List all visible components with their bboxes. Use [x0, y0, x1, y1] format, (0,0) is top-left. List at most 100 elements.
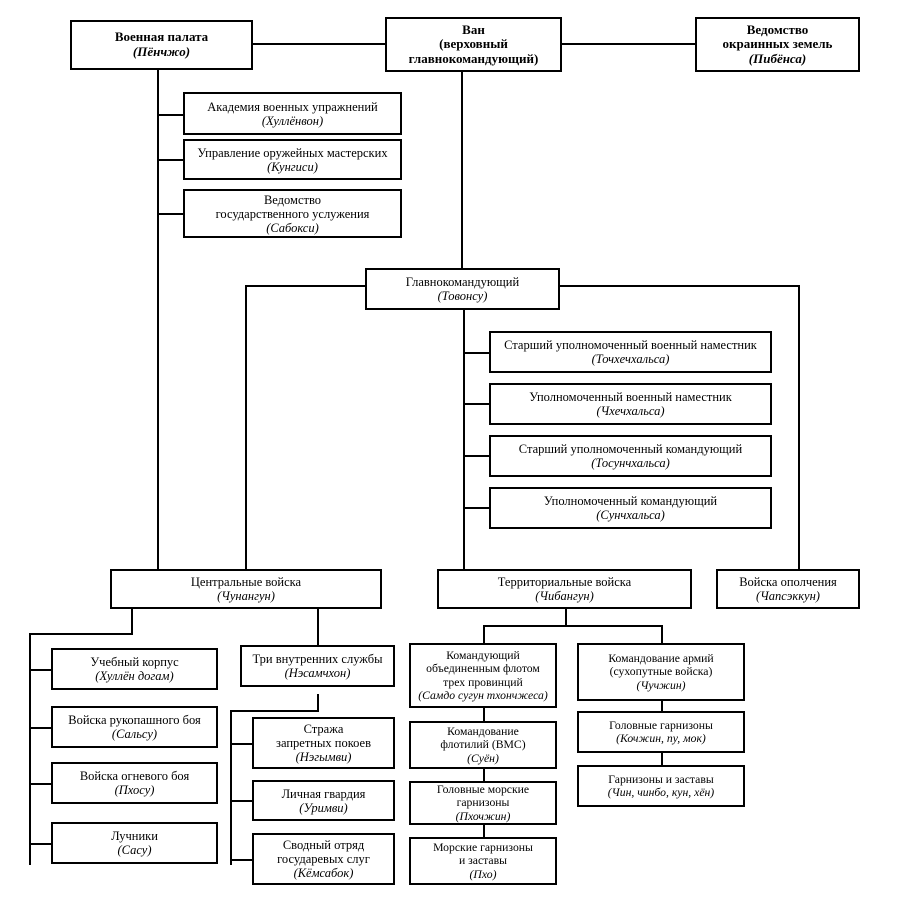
connector-three-services-run — [230, 710, 319, 712]
node-line: Три внутренних службы — [252, 652, 383, 666]
connector-deputy-branch-2 — [463, 403, 489, 405]
connector-commander-left — [245, 285, 365, 287]
node-line-romanized: (Самдо сугун тхончжеса) — [418, 688, 548, 702]
node-line: Гарнизоны и заставы — [608, 772, 714, 786]
node-line: Военная палата — [114, 29, 209, 45]
connector-chamber-to-van — [253, 43, 385, 45]
node-territorial-troops[interactable]: Территориальные войска (Чибангун) — [437, 569, 692, 609]
node-armory-administration[interactable]: Управление оружейных мастерских (Кунгиси… — [183, 139, 402, 180]
node-line: Командование — [447, 725, 519, 739]
connector-fleet-to-flotilla — [483, 707, 485, 722]
node-archers[interactable]: Лучники (Сасу) — [51, 822, 218, 864]
connector-central-left-stub — [131, 607, 133, 635]
connector-central-left-run — [29, 633, 133, 635]
connector-commander-rail — [463, 308, 465, 570]
connector-services-branch-forbidden — [230, 743, 252, 745]
node-line-romanized: (Хуллён догам) — [95, 669, 174, 683]
node-senior-military-deputy[interactable]: Старший уполномоченный военный наместник… — [489, 331, 772, 373]
node-line: Морские гарнизоны — [433, 841, 533, 855]
node-line-romanized: (Чхечхальса) — [596, 404, 665, 418]
node-training-corps[interactable]: Учебный корпус (Хуллён догам) — [51, 648, 218, 690]
connector-headnaval-to-garrisons — [483, 824, 485, 838]
connector-three-services-stub — [317, 694, 319, 712]
node-army-command[interactable]: Командование армий (сухопутные войска) (… — [577, 643, 745, 701]
node-line: Учебный корпус — [90, 655, 179, 669]
node-three-provinces-fleet-commander[interactable]: Командующий объединенным флотом трех про… — [409, 643, 557, 708]
connector-van-to-border — [562, 43, 695, 45]
connector-chamber-branch-armory — [157, 159, 183, 161]
node-head-garrisons[interactable]: Головные гарнизоны (Кочжин, пу, мок) — [577, 711, 745, 753]
connector-chamber-branch-service — [157, 213, 183, 215]
node-line-romanized: (Чунангун) — [217, 589, 275, 603]
node-central-troops[interactable]: Центральные войска (Чунангун) — [110, 569, 382, 609]
node-military-deputy[interactable]: Уполномоченный военный наместник (Чхечха… — [489, 383, 772, 425]
connector-deputy-branch-1 — [463, 352, 489, 354]
node-van[interactable]: Ван (верховный главнокомандующий) — [385, 17, 562, 72]
connector-chamber-branch-academy — [157, 114, 183, 116]
connector-central-left-rail — [29, 633, 31, 865]
node-senior-commander[interactable]: Старший уполномоченный командующий (Тосу… — [489, 435, 772, 477]
node-garrisons-outposts[interactable]: Гарнизоны и заставы (Чин, чинбо, кун, хё… — [577, 765, 745, 807]
node-line: государевых слуг — [277, 852, 370, 866]
node-line: Управление оружейных мастерских — [197, 145, 388, 160]
node-naval-garrisons-outposts[interactable]: Морские гарнизоны и заставы (Пхо) — [409, 837, 557, 885]
node-line: Головные гарнизоны — [609, 718, 713, 732]
node-line: Территориальные войска — [497, 575, 632, 589]
node-line: главнокомандующий) — [408, 50, 539, 66]
connector-central-to-three-services — [317, 607, 319, 645]
node-line-romanized: (Кёмсабок) — [293, 866, 354, 880]
node-state-service-office[interactable]: Ведомство государственного услужения (Са… — [183, 189, 402, 238]
node-line-romanized: (Пёнчжо) — [132, 44, 191, 59]
node-line-romanized: (Сабокси) — [266, 220, 319, 235]
connector-headgarrisons-to-outposts — [661, 752, 663, 766]
connector-territorial-to-army — [661, 625, 663, 643]
node-line-romanized: (Уримви) — [299, 800, 348, 815]
node-line: (верховный — [439, 36, 508, 52]
node-line: Командование армий — [608, 652, 714, 666]
node-line: (сухопутные войска) — [609, 665, 713, 679]
node-head-naval-garrisons[interactable]: Головные морские гарнизоны (Пхочжин) — [409, 781, 557, 825]
node-line-romanized: (Пхо) — [469, 867, 497, 881]
connector-left-branch-fire — [29, 783, 51, 785]
node-line-romanized: (Хуллёнвон) — [261, 113, 324, 128]
connector-services-branch-servants — [230, 859, 252, 861]
node-line: Уполномоченный военный наместник — [529, 390, 732, 404]
connector-territorial-to-fleet — [483, 625, 485, 643]
node-line: и заставы — [459, 854, 507, 868]
node-forbidden-chambers-guard[interactable]: Стража запретных покоев (Нэгымви) — [252, 717, 395, 769]
node-melee-troops[interactable]: Войска рукопашного боя (Сальсу) — [51, 706, 218, 748]
node-militia-troops[interactable]: Войска ополчения (Чапсэккун) — [716, 569, 860, 609]
node-commander[interactable]: Уполномоченный командующий (Сунчхальса) — [489, 487, 772, 529]
node-line: Ведомство — [746, 21, 809, 37]
connector-deputy-branch-4 — [463, 507, 489, 509]
node-royal-servants-detachment[interactable]: Сводный отряд государевых слуг (Кёмсабок… — [252, 833, 395, 885]
connector-services-branch-personal — [230, 800, 252, 802]
connector-flotilla-to-headnaval — [483, 768, 485, 782]
node-line: Войска рукопашного боя — [68, 713, 201, 727]
node-line: Старший уполномоченный командующий — [518, 442, 743, 456]
node-line-romanized: (Чапсэккун) — [756, 589, 820, 603]
node-border-lands-office[interactable]: Ведомство окраинных земель (Пибёнса) — [695, 17, 860, 72]
node-military-academy[interactable]: Академия военных упражнений (Хуллёнвон) — [183, 92, 402, 135]
connector-commander-right — [560, 285, 800, 287]
node-commander-in-chief[interactable]: Главнокомандующий (Товонсу) — [365, 268, 560, 310]
node-line: Личная гвардия — [281, 786, 366, 801]
node-fire-troops[interactable]: Войска огневого боя (Пхосу) — [51, 762, 218, 804]
node-flotilla-command[interactable]: Командование флотилий (ВМС) (Суён) — [409, 721, 557, 769]
connector-deputy-branch-3 — [463, 455, 489, 457]
node-line-romanized: (Пхочжин) — [455, 809, 511, 823]
node-line-romanized: (Тосунчхальса) — [591, 456, 670, 470]
node-line: Лучники — [111, 829, 158, 843]
connector-territorial-spread — [483, 625, 663, 627]
connector-three-services-rail — [230, 710, 232, 865]
node-line: гарнизоны — [456, 796, 510, 810]
node-military-chamber[interactable]: Военная палата (Пёнчжо) — [70, 20, 253, 70]
node-three-internal-services[interactable]: Три внутренних службы (Нэсамчхон) — [240, 645, 395, 687]
connector-chamber-rail — [157, 68, 159, 570]
node-line: Старший уполномоченный военный наместник — [504, 338, 757, 352]
node-line-romanized: (Пибёнса) — [748, 50, 807, 66]
node-line-romanized: (Сунчхальса) — [596, 508, 665, 522]
node-line: Главнокомандующий — [405, 275, 520, 289]
node-personal-guard[interactable]: Личная гвардия (Уримви) — [252, 780, 395, 821]
